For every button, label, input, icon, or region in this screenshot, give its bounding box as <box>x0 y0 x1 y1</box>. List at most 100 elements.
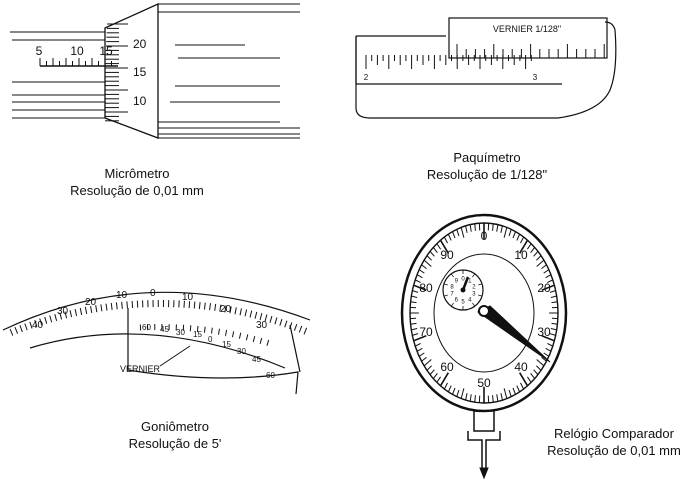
dial-tick <box>415 343 421 346</box>
micrometer-label: 15 <box>99 44 113 58</box>
dial-tick <box>448 386 451 392</box>
goniometer-vernier-label: 60 <box>266 371 275 380</box>
dial-label: 0 <box>481 229 488 243</box>
dial-tick <box>531 373 535 378</box>
goniometer-tick <box>304 328 307 335</box>
goniometer-label: 30 <box>256 320 268 331</box>
goniometer-tick <box>101 304 102 311</box>
dial-spindle <box>468 431 500 468</box>
goniometer-tick <box>240 308 241 315</box>
micrometer-sleeve-scale <box>40 58 112 66</box>
small-dial-tick <box>478 295 482 296</box>
dial-tick <box>504 388 507 398</box>
dial-tick <box>551 296 557 297</box>
dial-contact-tip <box>480 468 488 478</box>
goniometer-tick <box>280 319 282 326</box>
goniometer-tick <box>245 309 247 316</box>
dial-tick <box>509 229 511 236</box>
goniometer-tick <box>215 304 216 311</box>
micrometer-sleeve-labels: 5 10 15 <box>36 44 113 58</box>
dial-indicator-name: Relógio Comparador <box>530 425 698 442</box>
small-dial-tick <box>451 274 453 277</box>
dial-tick <box>552 302 558 303</box>
dial-tick <box>527 377 531 383</box>
dial-tick <box>544 353 549 356</box>
goniometer-tick <box>106 304 107 311</box>
dial-tick <box>470 225 471 232</box>
dial-tick <box>551 329 557 330</box>
goniometer-label: 10 <box>182 292 194 303</box>
dial-tick <box>513 388 516 395</box>
goniometer-vernier-tick <box>204 327 205 333</box>
dial-tick <box>493 395 494 402</box>
dial-tick <box>513 232 516 239</box>
dial-tick <box>412 334 418 336</box>
goniometer-vernier-label: 45 <box>160 325 169 334</box>
small-dial-tick <box>472 274 474 277</box>
dial-tick <box>537 360 544 366</box>
dial-tick <box>501 226 502 233</box>
small-dial-label: 9 <box>455 279 459 285</box>
small-dial-label: 0 <box>461 277 465 283</box>
goniometer-vernier-tick <box>246 334 247 340</box>
goniometer-tick <box>50 315 52 322</box>
dial-tick <box>411 296 417 297</box>
goniometer-tick <box>75 309 76 316</box>
dial-label: 70 <box>419 325 433 339</box>
micrometer-thimble-label: 20 <box>133 37 147 51</box>
dial-tick <box>546 275 551 278</box>
goniometer-label: 10 <box>116 290 128 301</box>
goniometer-vernier-tick <box>253 336 255 342</box>
small-dial-tick <box>444 284 448 285</box>
dial-tick <box>520 237 523 243</box>
dial-tick <box>546 348 551 351</box>
dial-tick <box>470 394 471 401</box>
micrometer-label: 5 <box>36 44 43 58</box>
caliper-vernier-label: VERNIER 1/128" <box>493 24 561 34</box>
dial-tick <box>444 383 447 389</box>
dial-tick <box>419 353 424 356</box>
dial-tick <box>550 291 556 293</box>
micrometer-resolution: Resolução de 0,01 mm <box>52 182 222 199</box>
dial-tick <box>419 270 424 273</box>
caliper-beam-outline <box>356 22 616 118</box>
dial-tick <box>461 227 464 237</box>
dial-tick <box>517 386 520 392</box>
goniometer-tick <box>299 326 301 333</box>
goniometer-vernier-tick <box>226 330 227 336</box>
dial-label: 90 <box>440 248 454 262</box>
goniometer-label: 20 <box>85 297 97 308</box>
small-dial-label: 4 <box>468 297 472 303</box>
goniometer-tick <box>20 325 22 332</box>
goniometer-tick <box>250 311 252 318</box>
dial-indicator-caption: Relógio Comparador Resolução de 0,01 mm <box>530 425 698 459</box>
dial-tick <box>536 366 541 371</box>
micrometer-label: 10 <box>70 44 84 58</box>
goniometer-label: 20 <box>220 304 232 315</box>
dial-tick <box>466 226 467 233</box>
dial-tick <box>433 373 437 378</box>
dial-tick <box>520 383 523 389</box>
goniometer-vernier-label: 15 <box>193 330 202 339</box>
goniometer-vernier-label: 60 <box>142 323 151 332</box>
dial-tick <box>430 251 434 256</box>
dial-tick <box>550 334 556 336</box>
dial-tick <box>466 393 467 400</box>
goniometer-tick <box>122 302 123 309</box>
goniometer-tick <box>235 307 236 314</box>
small-dial-label: 6 <box>455 297 459 303</box>
dial-tick <box>552 323 558 324</box>
small-dial-tick <box>444 295 448 296</box>
small-dial-tick <box>478 284 482 285</box>
goniometer-vernier-tick <box>260 338 262 344</box>
dial-tick <box>427 256 432 261</box>
goniometer-vernier-label: 30 <box>176 328 185 337</box>
dial-tick <box>417 275 422 278</box>
goniometer-vernier-tick <box>233 331 234 337</box>
dial-tick <box>509 390 511 397</box>
dial-tick <box>536 256 541 261</box>
dial-tick <box>497 225 498 232</box>
goniometer-vernier-pointer <box>160 346 190 366</box>
goniometer-tick <box>204 303 205 310</box>
